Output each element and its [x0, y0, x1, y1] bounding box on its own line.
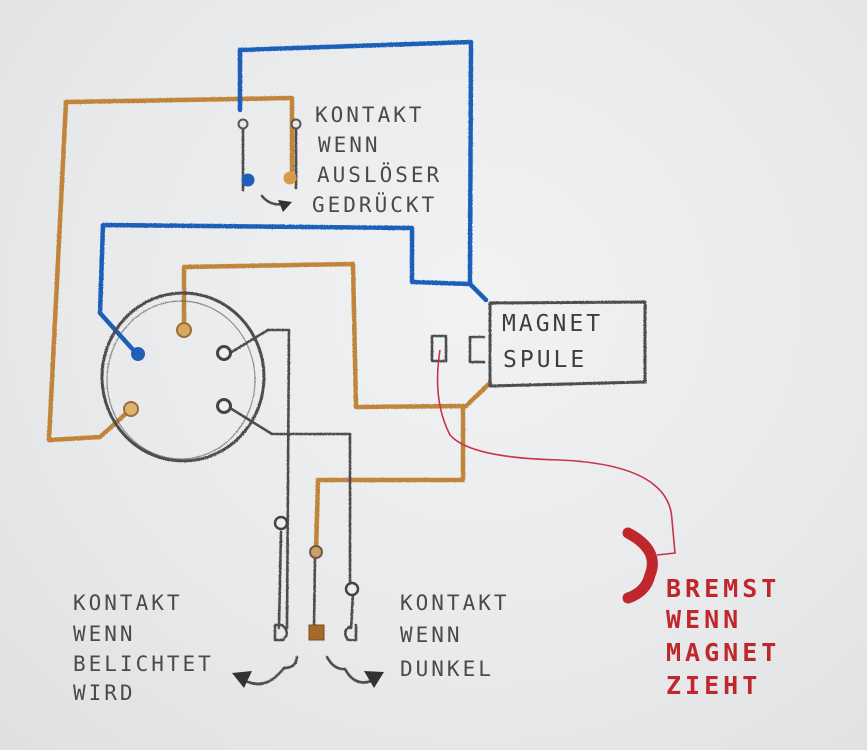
brake-label-line-3: MAGNET — [666, 638, 780, 667]
trigger-label-line-3: AUSLÖSER — [317, 162, 442, 187]
socket-pin-right-top — [216, 345, 232, 361]
light-label-line-3: BELICHTET — [73, 652, 214, 676]
pins — [123, 118, 384, 688]
socket-pin-top — [176, 322, 192, 338]
light-label-line-2: WENN — [73, 622, 136, 646]
light-label-line-4: WIRD — [73, 681, 136, 705]
pencil-wire-pin-right-top — [228, 328, 291, 630]
switch-common-contact — [308, 624, 325, 641]
blue-wire-top — [237, 39, 489, 303]
brake-label-line-4: ZIEHT — [666, 671, 761, 700]
socket-pin-bottom-left — [123, 401, 139, 417]
socket-pin-right-bottom — [216, 398, 232, 414]
orange-wire-socket-top — [181, 261, 493, 410]
red-brake-wire — [436, 349, 676, 556]
dark-label-line-1: KONTAKT — [400, 591, 510, 615]
orange-wire-switch-middle — [313, 403, 466, 556]
blue-wires — [97, 39, 489, 356]
brake-label-line-2: WENN — [666, 605, 742, 634]
pencil-wire-pin-right-bottom — [228, 406, 352, 585]
trigger-label-line-1: KONTAKT — [315, 103, 425, 127]
light-contact-symbol — [273, 623, 289, 642]
brake — [436, 349, 676, 604]
coil-label-line-1: MAGNET — [502, 311, 603, 337]
light-label-line-1: KONTAKT — [73, 591, 183, 615]
socket-connector — [100, 291, 266, 463]
blue-wire-socket — [97, 222, 473, 356]
trigger-label-line-2: WENN — [318, 133, 381, 157]
trigger-label-line-4: GEDRÜCKT — [312, 192, 437, 217]
trigger-contact-orange — [283, 171, 297, 185]
pencil-lines — [100, 126, 647, 686]
socket-pin-left — [131, 347, 145, 361]
dark-label-line-3: DUNKEL — [400, 657, 494, 681]
arrow-head-right — [364, 671, 384, 688]
dark-label-line-2: WENN — [400, 623, 463, 647]
orange-wire-outer — [46, 95, 295, 443]
trigger-contact-blue — [241, 173, 255, 187]
trigger-switch — [241, 126, 298, 206]
orange-wires — [46, 95, 493, 556]
arrow-head-left — [232, 671, 252, 688]
brake-shoe-icon — [622, 527, 658, 604]
dark-contact-symbol — [343, 623, 358, 642]
coil-label-line-2: SPULE — [503, 347, 587, 373]
brake-label-line-1: BREMST — [666, 574, 780, 603]
